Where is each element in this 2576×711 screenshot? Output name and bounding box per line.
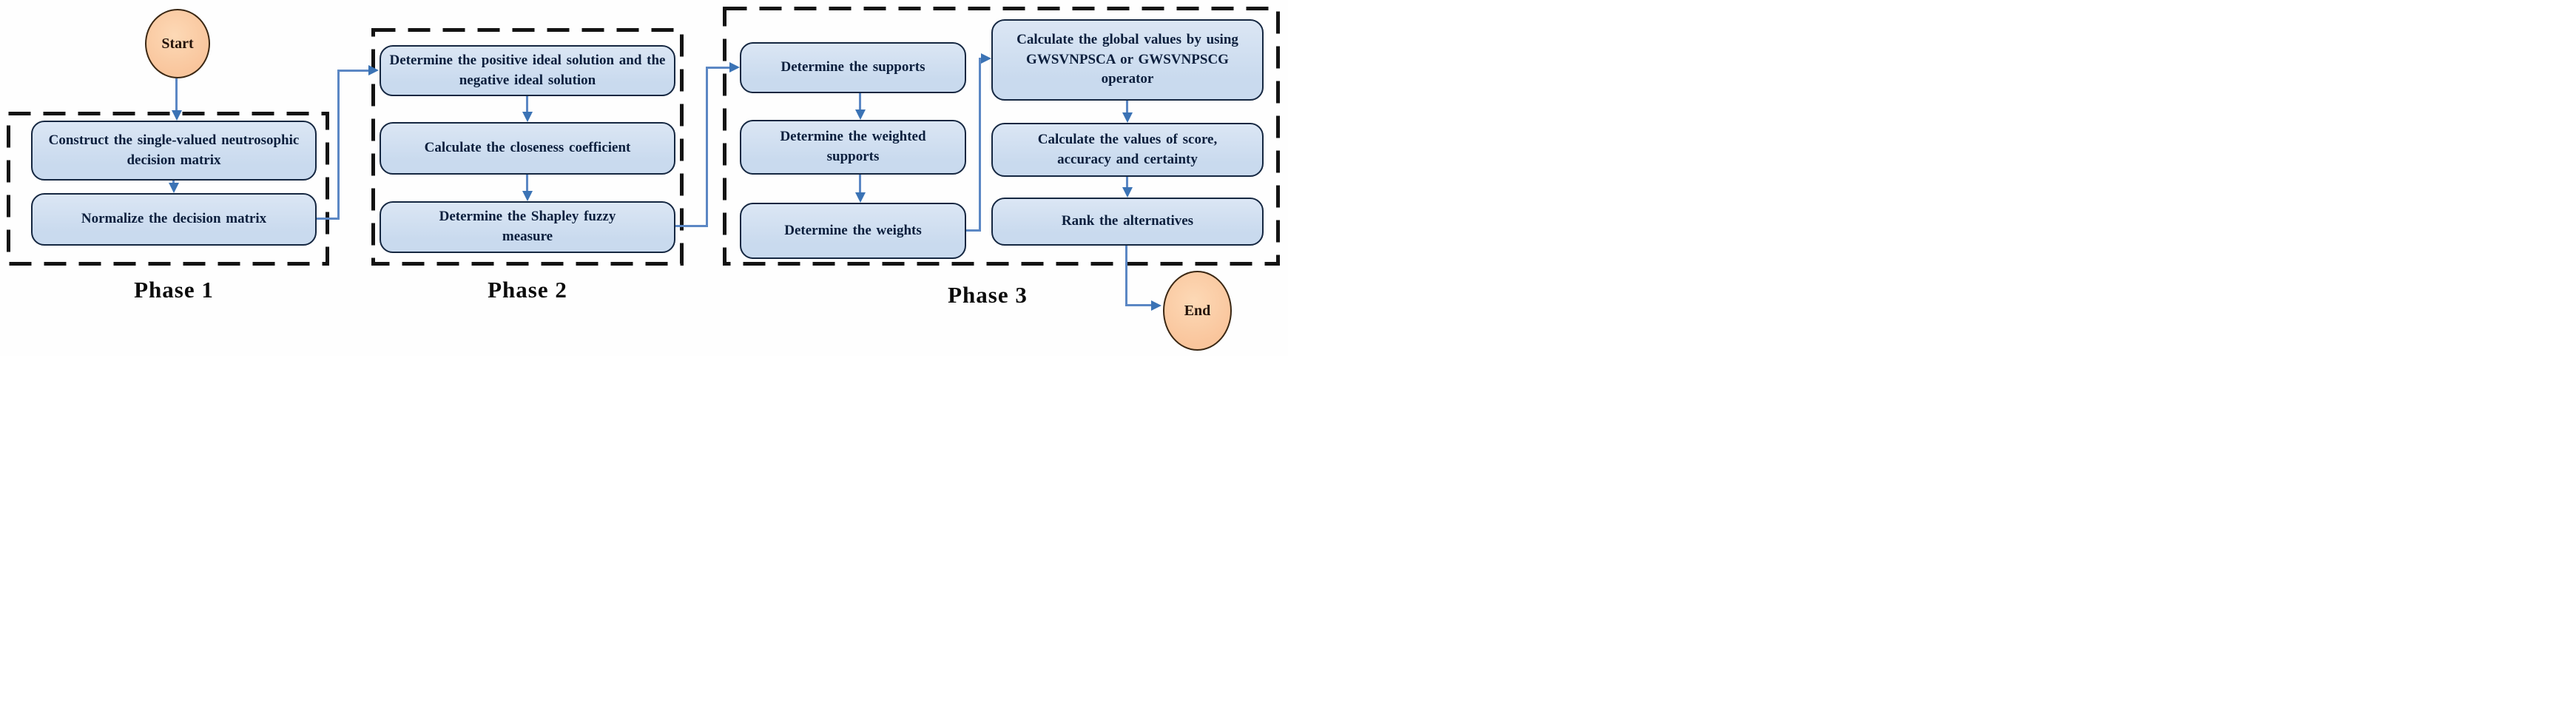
connector-phase2-to-phase3-segment: [675, 225, 708, 227]
node-label: Calculate the closeness coefficient: [424, 140, 631, 156]
connector-weights-to-global-segment: [966, 229, 981, 232]
end-label: End: [1184, 302, 1211, 319]
arrow-weighted-to-weights-line: [859, 175, 861, 193]
node-rank-alternatives: Rank the alternatives: [991, 198, 1264, 246]
node-label: Normalize the decision matrix: [81, 211, 267, 227]
node-closeness-coefficient: Calculate the closeness coefficient: [380, 122, 675, 175]
connector-rank-to-end-segment: [1125, 304, 1153, 306]
node-construct-decision-matrix: Construct the single-valued neutrosophic…: [31, 121, 317, 181]
connector-phase1-to-phase2-segment: [337, 70, 340, 220]
node-determine-supports: Determine the supports: [740, 42, 966, 93]
node-weighted-supports: Determine the weighted supports: [740, 120, 966, 175]
start-label: Start: [161, 35, 194, 52]
arrow-closeness-to-shapley-line: [526, 175, 528, 192]
arrowhead-down-icon: [522, 191, 533, 201]
arrow-supports-to-weighted-line: [859, 93, 861, 112]
node-shapley-fuzzy-measure: Determine the Shapley fuzzy measure: [380, 201, 675, 253]
node-global-values-operator: Calculate the global values by using GWS…: [991, 19, 1264, 101]
start-terminal: Start: [145, 9, 210, 78]
connector-phase2-to-phase3-segment: [706, 67, 731, 69]
arrow-ideal-to-closeness-line: [526, 96, 528, 113]
connector-phase2-to-phase3-segment: [706, 67, 708, 227]
phase3-boundary: [723, 7, 1280, 266]
arrow-start-to-construct-line: [175, 78, 178, 111]
arrow-score-to-rank-line: [1126, 177, 1128, 189]
connector-phase1-to-phase2-segment: [317, 218, 339, 220]
arrowhead-down-icon: [855, 192, 866, 203]
arrowhead-right-icon: [981, 53, 991, 64]
arrowhead-right-icon: [368, 65, 379, 75]
node-label: Determine the positive ideal solution an…: [389, 52, 666, 88]
node-label: Determine the Shapley fuzzy measure: [439, 209, 616, 244]
flowchart-canvas: Start Construct the single-valued neutro…: [0, 0, 1288, 356]
arrowhead-right-icon: [1151, 300, 1161, 311]
connector-rank-to-end-segment: [1125, 246, 1127, 306]
arrow-global-to-score-line: [1126, 101, 1128, 114]
arrowhead-down-icon: [1122, 187, 1133, 198]
node-normalize-decision-matrix: Normalize the decision matrix: [31, 193, 317, 246]
arrowhead-down-icon: [169, 183, 179, 193]
arrowhead-right-icon: [729, 62, 740, 73]
phase2-label: Phase 2: [488, 277, 567, 303]
node-label: Determine the weights: [784, 222, 922, 238]
node-label: Construct the single-valued neutrosophic…: [48, 132, 300, 168]
node-label: Determine the supports: [780, 59, 925, 75]
connector-phase1-to-phase2-segment: [337, 70, 370, 72]
node-label: Rank the alternatives: [1061, 213, 1194, 229]
phase1-label: Phase 1: [134, 277, 214, 303]
connector-weights-to-global-segment: [979, 58, 981, 232]
node-score-accuracy-certainty: Calculate the values of score, accuracy …: [991, 123, 1264, 177]
arrowhead-down-icon: [855, 109, 866, 120]
node-label: Calculate the global values by using GWS…: [1016, 31, 1238, 87]
end-terminal: End: [1163, 271, 1232, 351]
node-determine-weights: Determine the weights: [740, 203, 966, 259]
phase2-boundary: [371, 28, 684, 266]
node-label: Calculate the values of score, accuracy …: [1037, 131, 1218, 167]
phase3-label: Phase 3: [948, 282, 1028, 308]
arrow-construct-to-normalize-line: [172, 181, 175, 184]
arrowhead-down-icon: [1122, 112, 1133, 123]
node-ideal-solutions: Determine the positive ideal solution an…: [380, 45, 675, 96]
arrowhead-down-icon: [172, 110, 182, 121]
phase1-boundary: [7, 112, 329, 266]
arrowhead-down-icon: [522, 112, 533, 122]
node-label: Determine the weighted supports: [780, 129, 926, 164]
